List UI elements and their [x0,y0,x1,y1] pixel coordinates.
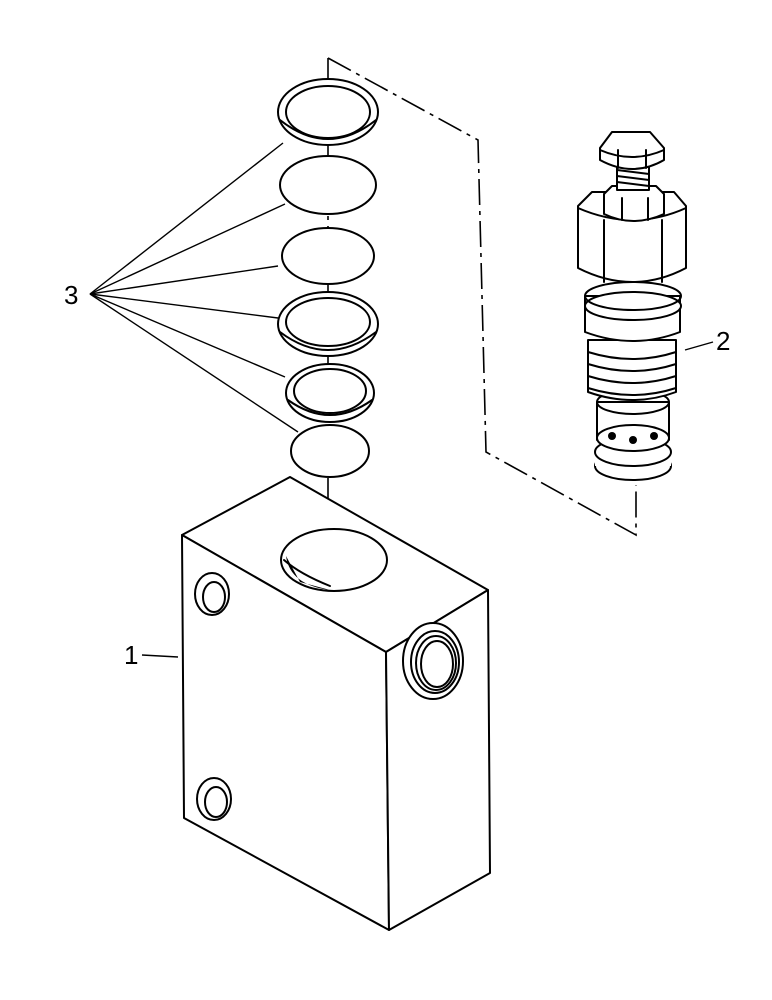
callout-2: 2 [716,326,730,356]
cavity-port [280,528,388,592]
threaded-side-port [402,622,464,700]
leader-line-1 [141,654,179,658]
seal-leader-lines [89,142,299,433]
o-ring [290,424,370,478]
backup-ring [277,78,379,146]
callout-3: 3 [64,280,78,310]
seal-kit [277,78,379,478]
o-ring [281,227,375,285]
callout-1: 1 [124,640,138,670]
o-ring [279,155,377,215]
leader-line-2 [684,341,714,351]
valve-body-block [181,476,491,931]
backup-ring [277,291,379,357]
backup-ring [285,363,375,423]
mounting-hole-lower [196,777,232,821]
relief-valve-cartridge [577,131,687,481]
mounting-hole-upper [194,572,230,616]
